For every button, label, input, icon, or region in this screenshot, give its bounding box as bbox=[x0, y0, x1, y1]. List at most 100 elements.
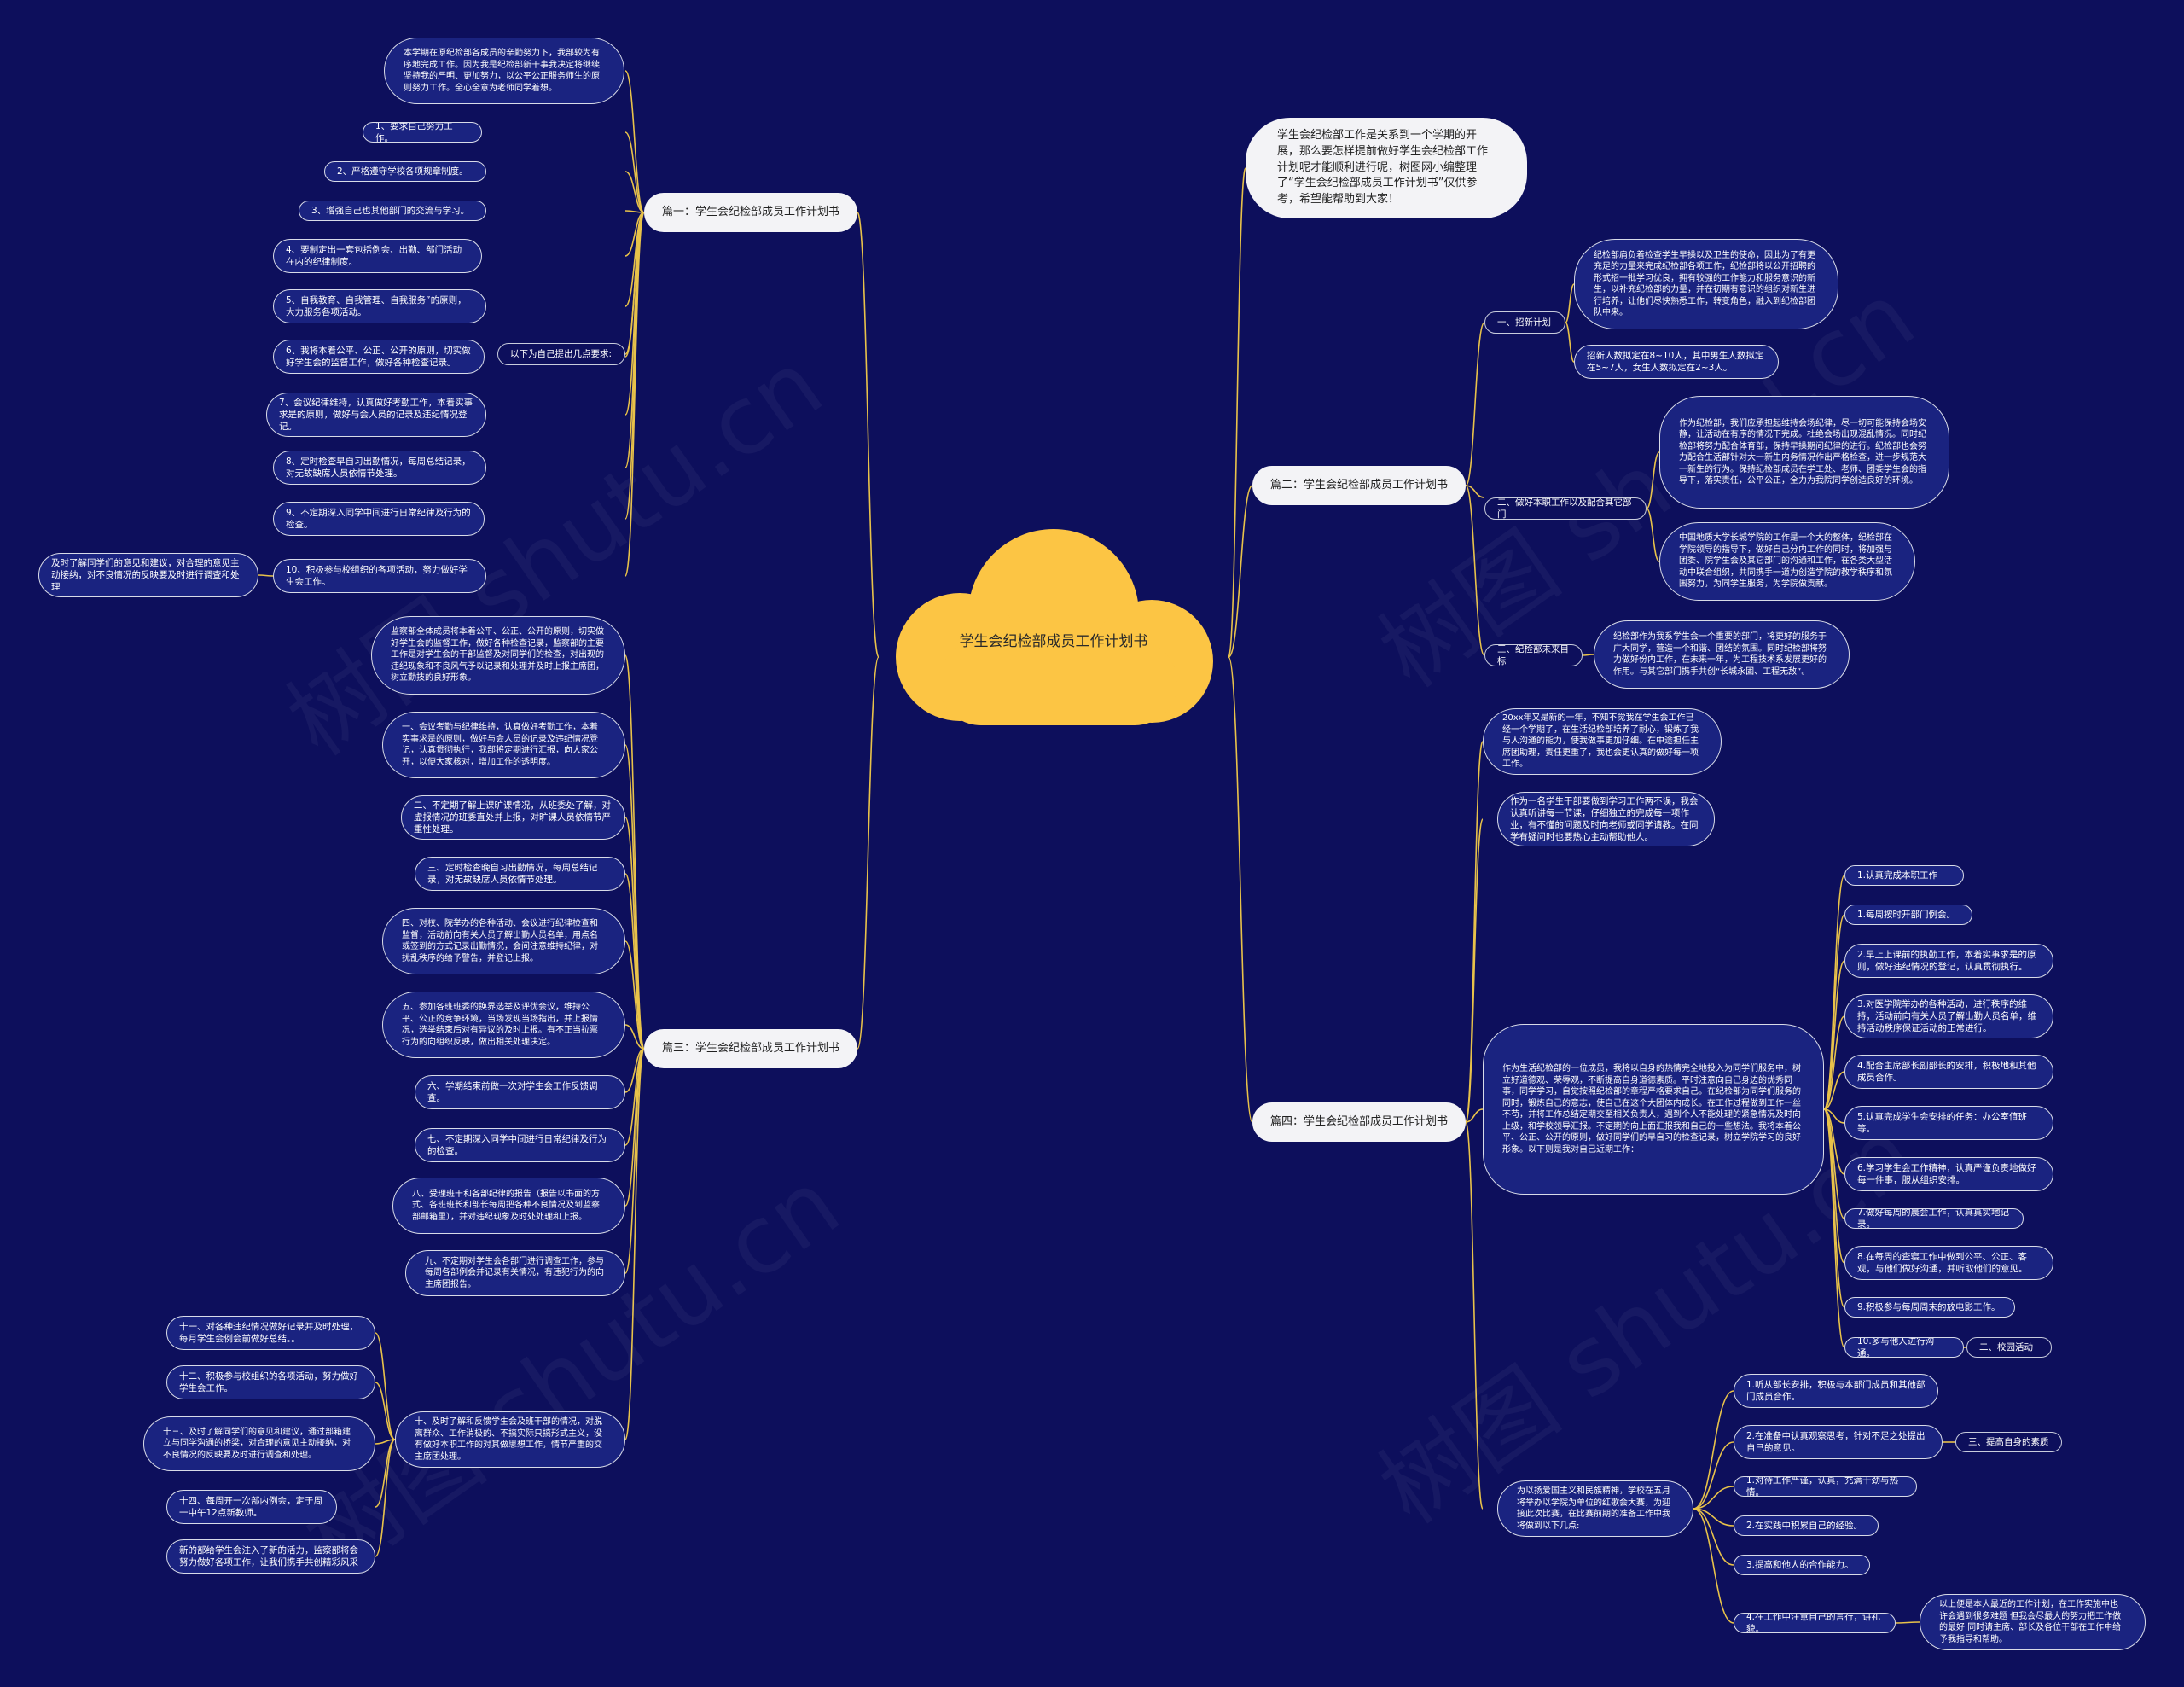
b3-item[interactable]: 三、定时检查晚自习出勤情况，每周总结记录，对无故缺席人员依情节处理。 bbox=[415, 857, 625, 891]
b1-item[interactable]: 8、定时检查早自习出勤情况，每周总结记录，对无故缺席人员依情节处理。 bbox=[273, 451, 486, 485]
connector bbox=[624, 70, 645, 213]
connector bbox=[1582, 654, 1594, 656]
b3-item[interactable]: 六、学期结束前做一次对学生会工作反馈调查。 bbox=[415, 1075, 625, 1109]
intro-node[interactable]: 学生会纪检部工作是关系到一个学期的开展，那么要怎样提前做好学生会纪检部工作计划呢… bbox=[1246, 118, 1527, 218]
b4-event-item[interactable]: 1.听从部长安排，积极与本部门成员和其他部门成员合作。 bbox=[1734, 1374, 1938, 1408]
b4-quality-heading[interactable]: 三、提高自身的素质 bbox=[1955, 1432, 2062, 1452]
b4-event-item[interactable]: 2.在准备中认真观察思考，针对不足之处提出自己的意见。 bbox=[1734, 1425, 1943, 1459]
connector bbox=[1823, 960, 1845, 1110]
b4-paragraph[interactable]: 20xx年又是新的一年，不知不觉我在学生会工作已经一个学期了，在生活纪检部培养了… bbox=[1483, 708, 1722, 775]
b3-item[interactable]: 二、不定期了解上课旷课情况，从班委处了解，对虚报情况的班委直处并上报，对旷课人员… bbox=[401, 795, 625, 840]
b4-task[interactable]: 8.在每周的查寝工作中做到公平、公正、客观，与他们做好沟通，并听取他们的意见。 bbox=[1844, 1246, 2053, 1280]
connector bbox=[1228, 167, 1246, 658]
b1-item[interactable]: 10、积极参与校组织的各项活动，努力做好学生会工作。 bbox=[273, 559, 486, 593]
connector bbox=[1823, 1015, 1845, 1110]
b3-item[interactable]: 五、参加各班班委的换界选举及评优会议，维持公平、公正的竞争环境，当场发现当场指出… bbox=[382, 992, 625, 1058]
b4-task[interactable]: 9.积极参与每周周末的放电影工作。 bbox=[1844, 1297, 2015, 1318]
connector bbox=[1693, 1508, 1734, 1566]
b4-task[interactable]: 7.做好每周的晨会工作，认真真实地记录。 bbox=[1844, 1208, 2024, 1229]
connector bbox=[857, 656, 880, 1050]
connector bbox=[624, 873, 645, 1050]
b4-task[interactable]: 10.多与他人进行沟通。 bbox=[1844, 1337, 1964, 1358]
connector bbox=[1693, 1390, 1734, 1510]
b3-item[interactable]: 十、及时了解和反馈学生会及班干部的情况，对脱离群众、工作消极的、不搞实际只搞形式… bbox=[395, 1411, 625, 1468]
connector bbox=[1895, 1621, 1920, 1624]
b4-campus-heading[interactable]: 二、校园活动 bbox=[1966, 1337, 2052, 1358]
b1-item[interactable]: 6、我将本着公平、公正、公开的原则，切实做好学生会的监督工作，做好各种检查记录。 bbox=[273, 340, 485, 374]
b3-sub-item[interactable]: 十一、对各种违纪情况做好记录并及时处理，每月学生会例会前做好总结。。 bbox=[166, 1316, 375, 1350]
b3-sub-item[interactable]: 十三、及时了解同学们的意见和建议，通过部箱建立与同学沟通的桥梁，对合理的意见主动… bbox=[143, 1416, 375, 1471]
b1-item[interactable]: 7、会议纪律维持，认真做好考勤工作，本着实事求是的原则，做好与会人员的记录及违纪… bbox=[266, 393, 486, 437]
branch-3[interactable]: 篇三：学生会纪检部成员工作计划书 bbox=[644, 1029, 857, 1068]
connector bbox=[1823, 1071, 1845, 1110]
b1-item[interactable]: 1、要求自己努力工作。 bbox=[363, 122, 482, 143]
b4-main-paragraph[interactable]: 作为生活纪检部的一位成员，我将以自身的热情完全地投入为同学们服务中，树立好道德观… bbox=[1483, 1024, 1824, 1195]
b3-item[interactable]: 九、不定期对学生会各部门进行调查工作，参与每周各部例会并记录有关情况，有违犯行为… bbox=[405, 1250, 625, 1296]
b2-goal-detail[interactable]: 纪检部作为我系学生会一个重要的部门，将更好的服务于广大同学，营造一个和谐、团结的… bbox=[1594, 620, 1850, 689]
b2-recruitment-count[interactable]: 招新人数拟定在8~10人，其中男生人数拟定在5~7人，女生人数拟定在2~3人。 bbox=[1574, 345, 1779, 379]
connector bbox=[1646, 451, 1660, 509]
b4-task[interactable]: 3.对医学院举办的各种活动，进行秩序的维持，活动前向有关人员了解出勤人员名单，维… bbox=[1844, 994, 2053, 1038]
connector bbox=[1465, 1121, 1484, 1510]
center-title: 学生会纪检部成员工作计划书 bbox=[959, 633, 1148, 650]
connector bbox=[1465, 485, 1485, 656]
b2-recruitment-heading[interactable]: 一、招新计划 bbox=[1484, 311, 1565, 334]
connector bbox=[1228, 656, 1253, 1123]
branch-2[interactable]: 篇二：学生会纪检部成员工作计划书 bbox=[1252, 466, 1466, 505]
connector bbox=[375, 1439, 396, 1445]
b1-intro[interactable]: 本学期在原纪检部各成员的辛勤努力下，我部较为有序地完成工作。因为我是纪检部新干事… bbox=[384, 38, 624, 104]
b4-task[interactable]: 1.认真完成本职工作 bbox=[1844, 865, 1964, 886]
connector bbox=[1565, 322, 1575, 363]
b3-sub-item[interactable]: 新的部给学生会注入了新的活力，监察部将会努力做好各项工作，让我们携手共创精彩风采 bbox=[166, 1539, 375, 1574]
b3-item[interactable]: 一、会议考勤与纪律维持，认真做好考勤工作，本着实事求是的原则，做好与会人员的记录… bbox=[382, 712, 625, 778]
b4-task[interactable]: 6.学习学生会工作精神，认真严谨负责地做好每一件事，服从组织安排。 bbox=[1844, 1157, 2053, 1191]
connector bbox=[624, 1048, 645, 1274]
connector bbox=[624, 212, 645, 577]
b4-task[interactable]: 2.早上上课前的执勤工作，本着实事求是的原则，做好违纪情况的登记，认真贯彻执行。 bbox=[1844, 944, 2053, 978]
b1-item[interactable]: 4、要制定出一套包括例会、出勤、部门活动在内的纪律制度。 bbox=[273, 239, 482, 273]
branch-4[interactable]: 篇四：学生会纪检部成员工作计划书 bbox=[1252, 1102, 1466, 1142]
b3-sub-item[interactable]: 十二、积极参与校组织的各项活动，努力做好学生会工作。 bbox=[166, 1365, 375, 1399]
b3-item[interactable]: 四、对校、院举办的各种活动、会议进行纪律检查和监督，活动前向有关人员了解出勤人员… bbox=[382, 908, 625, 974]
connector bbox=[375, 1332, 396, 1440]
b4-event-item[interactable]: 4.在工作中注意自己的言行，讲礼貌。 bbox=[1734, 1613, 1896, 1633]
connector bbox=[1465, 485, 1485, 498]
b2-recruitment-detail[interactable]: 纪检部肩负着检查学生早操以及卫生的使命，因此为了有更充足的力量来完成纪检部各项工… bbox=[1574, 239, 1838, 329]
b4-task[interactable]: 5.认真完成学生会安排的任务：办公室值班等。 bbox=[1844, 1106, 2053, 1140]
connector bbox=[624, 131, 645, 213]
b4-event-item[interactable]: 3.提高和他人的合作能力。 bbox=[1734, 1555, 1870, 1575]
b4-paragraph[interactable]: 作为一名学生干部要做到学习工作两不误，我会认真听讲每一节课，仔细独立的完成每一项… bbox=[1497, 792, 1715, 846]
b3-item[interactable]: 七、不定期深入同学中间进行日常纪律及行为的检查。 bbox=[415, 1128, 625, 1162]
b1-item[interactable]: 2、严格遵守学校各项规章制度。 bbox=[324, 161, 486, 182]
b4-event-paragraph[interactable]: 为以扬爱国主义和民族精神，学校在五月将举办以学院为单位的红歌会大赛，为迎接此次比… bbox=[1497, 1480, 1693, 1537]
b2-duties-detail[interactable]: 作为纪检部，我们应承担起维持会场纪律，尽一切可能保持会场安静，让活动在有序的情况… bbox=[1659, 396, 1949, 509]
connector bbox=[1465, 741, 1484, 1123]
connector bbox=[624, 1024, 645, 1050]
center-cloud[interactable] bbox=[870, 529, 1237, 734]
connector bbox=[624, 212, 645, 355]
b1-requirements-heading[interactable]: 以下为自己提出几点要求: bbox=[497, 343, 625, 365]
connector bbox=[624, 744, 645, 1050]
connector bbox=[375, 1439, 396, 1557]
b4-event-item[interactable]: 1.对待工作严谨，认真，充满干劲与热情。 bbox=[1734, 1476, 1917, 1497]
b4-event-item[interactable]: 2.在实践中积累自己的经验。 bbox=[1734, 1515, 1879, 1536]
b4-closing[interactable]: 以上便是本人最近的工作计划，在工作实施中也许会遇到很多难题 但我会尽最大的努力把… bbox=[1920, 1594, 2146, 1650]
b3-item[interactable]: 八、受理班干和各部纪律的报告（报告以书面的方式、各班班长和部长每周把各种不良情况… bbox=[392, 1178, 625, 1234]
b1-item[interactable]: 5、自我教育、自我管理、自我服务”的原则，大力服务各项活动。 bbox=[273, 289, 486, 323]
connector bbox=[1693, 1486, 1734, 1510]
b1-extra[interactable]: 及时了解同学们的意见和建议，对合理的意见主动接纳，对不良情况的反映要及时进行调查… bbox=[38, 553, 258, 597]
b2-cooperation-detail[interactable]: 中国地质大学长城学院的工作是一个大的整体，纪检部在学院领导的指导下，做好自己分内… bbox=[1659, 522, 1915, 601]
b3-sub-item[interactable]: 十四、每周开一次部内例会，定于周一中午12点新教师。 bbox=[166, 1490, 337, 1524]
b4-task[interactable]: 4.配合主席部长副部长的安排，积极地和其他成员合作。 bbox=[1844, 1055, 2053, 1089]
b1-item[interactable]: 3、增强自己也其他部门的交流与学习。 bbox=[299, 201, 486, 221]
b4-task[interactable]: 1.每周按时开部门例会。 bbox=[1844, 905, 1972, 925]
connector bbox=[624, 210, 645, 213]
connector bbox=[1228, 485, 1253, 658]
connector bbox=[1465, 322, 1485, 486]
b3-item[interactable]: 监察部全体成员将本着公平、公正、公开的原则，切实做好学生会的监督工作，做好各种检… bbox=[371, 616, 625, 695]
b2-goal-heading[interactable]: 三、纪检部未来目标 bbox=[1484, 644, 1583, 666]
branch-1[interactable]: 篇一：学生会纪检部成员工作计划书 bbox=[644, 193, 857, 232]
b2-duties-heading[interactable]: 二、做好本职工作以及配合其它部门 bbox=[1484, 497, 1647, 520]
b1-item[interactable]: 9、不定期深入同学中间进行日常纪律及行为的检查。 bbox=[273, 502, 485, 536]
